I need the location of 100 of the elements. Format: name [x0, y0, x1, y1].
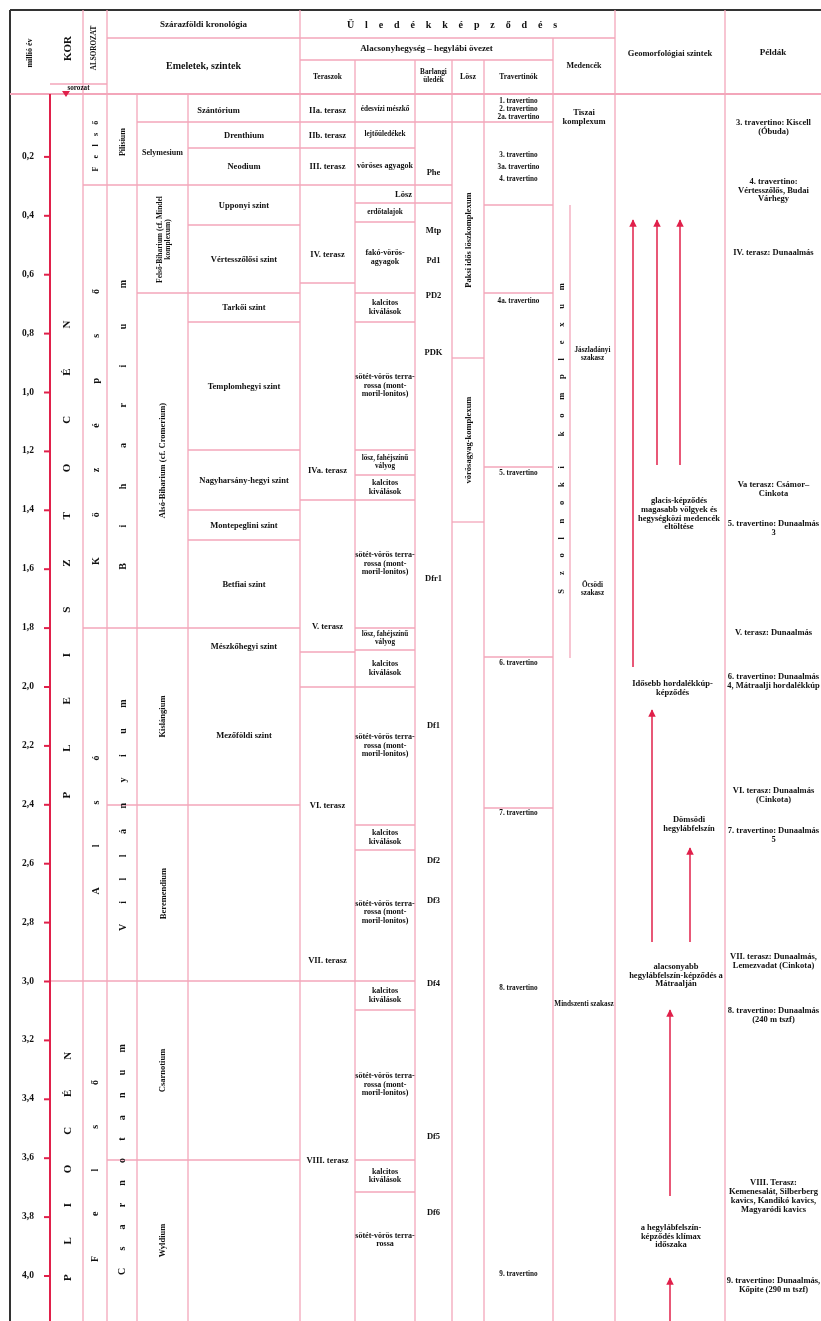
terrace-label: VIII. terasz [306, 1155, 349, 1165]
site-code: Pd1 [426, 255, 441, 265]
series-label: Középső [89, 248, 101, 565]
level-label: Vértesszőlősi szint [210, 254, 278, 264]
example-text: IV. terasz: Dunaalmás [733, 247, 814, 257]
axis-tick-label: 1,4 [22, 505, 34, 516]
terrace-label: IV. terasz [310, 249, 345, 259]
axis-tick-label: 1,6 [22, 564, 34, 575]
site-code: Phe [426, 167, 441, 177]
column-header: Emeletek, szintek [166, 60, 241, 72]
arrow [686, 847, 694, 943]
terrace-label: III. terasz [309, 162, 346, 171]
axis-tick-label: 0,2 [22, 151, 34, 162]
sediment-label: kalcitos kiválások [367, 479, 403, 496]
site-code: Mtp [425, 225, 442, 235]
axis-tick-label: 1,2 [22, 446, 34, 457]
series-label: Felső [90, 112, 100, 171]
sediment-label: sötét-vörös terra-rossa (mont-moril-lonitos) [355, 373, 415, 399]
arrow [629, 219, 637, 668]
site-code: PDK [424, 347, 443, 357]
basin-label: Tiszai komplexum [561, 107, 607, 126]
substage-label: Neodium [227, 162, 261, 171]
series-label: Felső [89, 1039, 101, 1263]
level-label: Upponyi szint [218, 200, 270, 210]
loess-label: Paksi idős löszkomplexum [463, 192, 473, 288]
sediment-label: sötét-vörös terra-rossa (mont-moril-lonitos) [355, 899, 415, 926]
geomorphology-label: Dömsödi hegylábfelszín [656, 802, 722, 846]
level-label: Betfiai szint [222, 579, 266, 589]
axis-tick-label: 3,0 [22, 976, 34, 987]
substage-label: Kislángium [158, 695, 167, 738]
axis-tick-label: 1,8 [22, 623, 34, 634]
arrow [653, 219, 661, 466]
substage-label: Szántórium [197, 105, 240, 115]
site-code: Df6 [426, 1207, 441, 1217]
level-label: Nagyharsány-hegyi szint [199, 475, 289, 485]
axis-tick-label: 2,2 [22, 740, 34, 751]
column-header: Üledékképződés [346, 19, 569, 31]
substage-label: Csarnotium [158, 1048, 167, 1093]
axis-tick-label: 3,4 [22, 1094, 34, 1105]
column-header: Alacsonyhegység – hegylábi övezet [360, 44, 493, 54]
example-text: 6. travertino: Dunaalmás 4, Mátraalji hordalékkúp [726, 672, 821, 690]
epoch-label: PLEISZTOCÉN [60, 280, 73, 799]
geomorphology-label: glacis-képződés magasabb völgyek és hegységközi medencék eltöltése [636, 465, 722, 562]
site-code: Df2 [426, 855, 441, 865]
sediment-label: kalcitos kiválások [367, 299, 403, 316]
sediment-label: sötét-vörös terra-rossa (mont-moril-lonitos) [355, 551, 415, 577]
axis-tick-label: 2,0 [22, 682, 34, 692]
sediment-label: kalcitos kiválások [367, 829, 403, 846]
sediment-label: sötét-vörös terra-rossa (mont-moril-lonitos) [355, 733, 415, 759]
terrace-label: V. terasz [312, 621, 343, 631]
stage-label: Csarnotanum [116, 1027, 128, 1275]
loess-label: vörösagyag-komplexum [463, 396, 473, 484]
axis-tick-label: 3,6 [22, 1153, 34, 1164]
example-text: Va terasz: Csámor–Cinkota [736, 480, 811, 498]
site-code: Dfr1 [425, 573, 442, 583]
sediment-label: sötét-vörös terra-rossa (mont-moril-lonitos) [355, 1072, 415, 1098]
example-text: 4. travertino: Vértesszőlős, Budai Várhegy [737, 176, 810, 204]
site-code: Df4 [426, 978, 441, 988]
column-header: millió év [25, 38, 35, 68]
substage-label: Selymesium [142, 149, 183, 158]
level-label: Mezőföldi szint [216, 730, 272, 740]
axis-tick-label: 0,8 [22, 328, 34, 339]
sediment-label: kalcitos kiválások [367, 987, 403, 1004]
series-label: Alsó [89, 715, 101, 894]
stage-label: Villányium [116, 678, 128, 931]
level-label: Mészkőhegyi szint [210, 642, 278, 651]
arrow [666, 1009, 674, 1197]
example-text: 5. travertino: Dunaalmás 3 [726, 519, 821, 537]
site-code: Df1 [426, 720, 441, 730]
example-text: VII. terasz: Dunaalmás, Lemezvadat (Cinkota) [729, 952, 818, 970]
column-header: KOR [60, 35, 73, 61]
epoch-label: PLIOCÉN [60, 1021, 73, 1281]
geomorphology-label: alacsonyabb hegylábfelszín-képződés a Mátraalján [628, 942, 724, 1008]
site-code: Df3 [426, 895, 441, 905]
terrace-label: IIb. terasz [308, 130, 347, 140]
axis-tick-label: 2,4 [22, 799, 34, 810]
stage-label: Pilisium [117, 127, 127, 156]
sediment-label: kalcitos kiválások [367, 1167, 403, 1185]
column-header: Szárazföldi kronológia [159, 20, 248, 30]
level-label: Tarkői szint [222, 303, 266, 312]
terrace-label: IIa. terasz [309, 105, 346, 115]
stage-label: Biharium [116, 243, 128, 570]
axis-tick-label: 0,6 [22, 269, 34, 280]
substage-label: Wyldium [158, 1223, 167, 1258]
axis-tick-label: 4,0 [22, 1271, 34, 1281]
axis-tick-label: 1,0 [22, 387, 34, 398]
example-text: 8. travertino: Dunaalmás (240 m tszf) [726, 1006, 821, 1024]
arrow [648, 709, 656, 943]
example-text: 7. travertino: Dunaalmás 5 [726, 826, 821, 844]
sediment-label: vöröses agyagok [357, 162, 413, 171]
site-code: PD2 [425, 290, 442, 300]
axis-tick-label: 0,4 [22, 210, 34, 221]
terrace-label: VII. terasz [308, 955, 347, 965]
site-code: Df5 [426, 1131, 441, 1141]
geomorphology-label: Idősebb hordalékkúp-képződés [623, 667, 722, 708]
sediment-label: kalcitos kiválások [367, 660, 403, 677]
column-header: Lösz [460, 72, 476, 82]
terrace-label: VI. terasz [309, 800, 346, 810]
axis-tick-label: 3,2 [22, 1035, 34, 1046]
substage-label: Beremendium [158, 867, 167, 919]
